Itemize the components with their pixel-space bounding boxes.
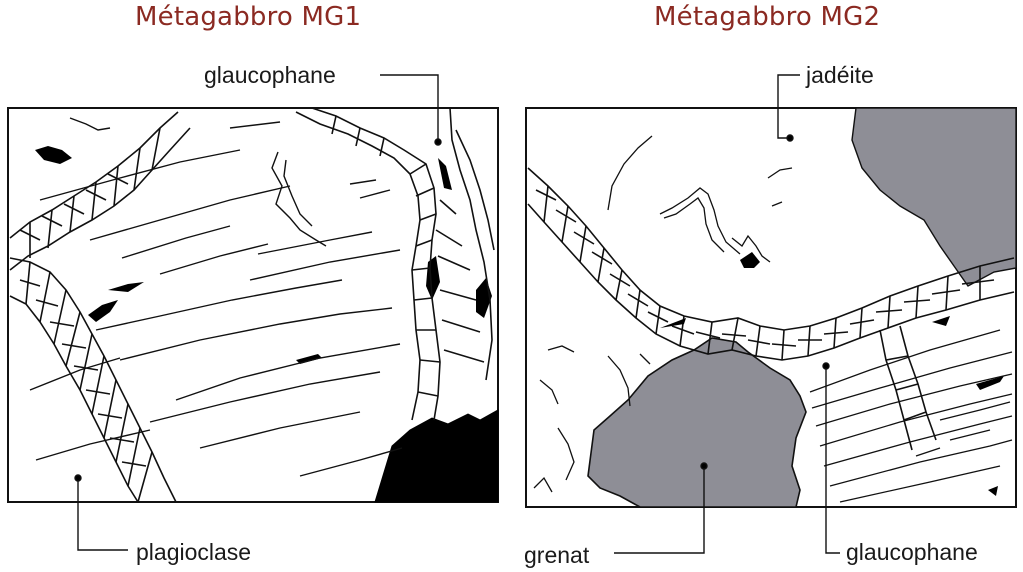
leader-dot [75,475,81,481]
label-plagioclase: plagioclase [136,541,251,564]
label-glaucophane-mg1: glaucophane [204,64,336,87]
leader-dot [823,363,829,369]
leader-dot [787,135,793,141]
panel-mg2 [526,108,1016,507]
label-jadeite: jadéite [806,64,874,87]
leader-dot [435,139,441,145]
label-grenat: grenat [524,544,589,567]
leader-dot [701,463,707,469]
label-glaucophane-mg2: glaucophane [846,541,978,564]
panel-mg1 [8,108,498,502]
